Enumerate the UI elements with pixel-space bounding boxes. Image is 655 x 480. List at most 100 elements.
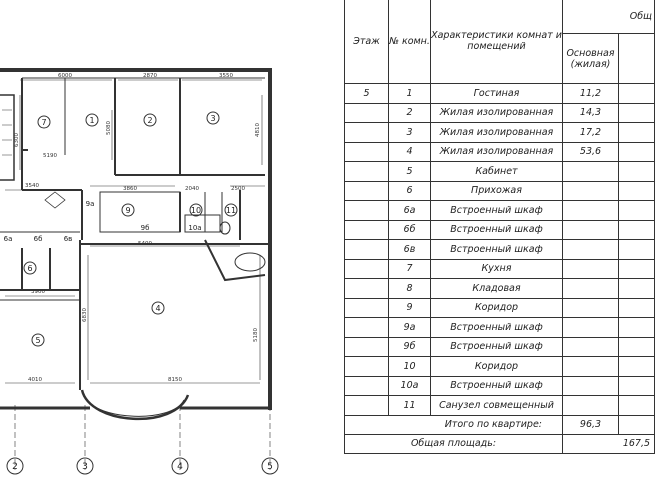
cell-main-area: 17,2 xyxy=(562,122,619,143)
cell-characteristics: Встроенный шкаф xyxy=(430,200,563,221)
dim-5080: 5080 xyxy=(106,121,112,135)
dim-4810: 4810 xyxy=(255,123,261,137)
cell-floor: 5 xyxy=(344,83,389,104)
cell-main-area xyxy=(562,395,619,416)
bay-window-inner xyxy=(85,397,185,417)
dim-3900: 3900 xyxy=(31,289,45,295)
dim-3540: 3540 xyxy=(25,183,39,189)
cell-room-no: 6в xyxy=(388,239,431,260)
cell-main-area xyxy=(562,239,619,260)
header-main-living: Основная (жилая) xyxy=(562,33,619,84)
cell-characteristics: Встроенный шкаф xyxy=(430,317,563,338)
room-label-9b: 9б xyxy=(141,224,150,232)
dim-8150: 8150 xyxy=(168,377,182,383)
cell-floor xyxy=(344,278,389,299)
cell-main-area: 53,6 xyxy=(562,141,619,162)
cell-main-area xyxy=(562,161,619,182)
cell-characteristics: Санузел совмещенный xyxy=(430,395,563,416)
cell-main-area xyxy=(562,200,619,221)
cell-extra xyxy=(617,356,655,377)
cell-floor xyxy=(344,200,389,221)
dim-4010: 4010 xyxy=(28,377,42,383)
total-area-label: Общая площадь: xyxy=(344,433,563,454)
cell-extra xyxy=(617,200,655,221)
cell-room-no: 4 xyxy=(388,141,431,162)
room-explication-table: Этаж № комн. Характеристики комнат и пом… xyxy=(344,0,655,454)
dim-2500: 2500 xyxy=(231,186,245,192)
dim-top-3: 3550 xyxy=(219,73,233,79)
cell-characteristics: Кабинет xyxy=(430,161,563,182)
dim-top-1: 6000 xyxy=(58,73,72,79)
cell-floor xyxy=(344,102,389,123)
room-label-4: 4 xyxy=(155,304,160,313)
cell-main-area xyxy=(562,219,619,240)
cell-extra xyxy=(617,83,655,104)
cell-characteristics: Кухня xyxy=(430,258,563,279)
room-label-6: 6 xyxy=(27,264,32,273)
cell-extra xyxy=(617,278,655,299)
room-explication-panel: Этаж № комн. Характеристики комнат и пом… xyxy=(300,0,655,480)
floor-plan-drawing: 6000 2870 3550 6300 5190 5080 4810 3540 … xyxy=(0,68,279,475)
cell-main-area xyxy=(562,336,619,357)
cell-extra xyxy=(617,180,655,201)
cell-floor xyxy=(344,141,389,162)
cell-main-area xyxy=(562,258,619,279)
cell-room-no: 6 xyxy=(388,180,431,201)
cell-main-area xyxy=(562,317,619,338)
cell-floor xyxy=(344,297,389,318)
cell-characteristics: Жилая изолированная xyxy=(430,122,563,143)
cell-floor xyxy=(344,122,389,143)
cell-room-no: 1 xyxy=(388,83,431,104)
cell-characteristics: Коридор xyxy=(430,297,563,318)
cell-extra xyxy=(617,219,655,240)
room-label-3: 3 xyxy=(210,114,215,123)
room-label-6a: 6а xyxy=(4,235,13,243)
header-extra-col xyxy=(617,33,655,84)
cell-characteristics: Встроенный шкаф xyxy=(430,336,563,357)
cell-floor xyxy=(344,239,389,260)
cell-floor xyxy=(344,258,389,279)
room-label-5: 5 xyxy=(35,336,40,345)
cell-floor xyxy=(344,375,389,396)
cell-floor xyxy=(344,356,389,377)
cell-room-no: 11 xyxy=(388,395,431,416)
cell-extra xyxy=(617,161,655,182)
cell-main-area xyxy=(562,356,619,377)
cell-extra xyxy=(617,375,655,396)
cell-extra xyxy=(617,122,655,143)
header-total-area-group: Общ xyxy=(561,0,655,35)
cell-characteristics: Встроенный шкаф xyxy=(430,239,563,260)
cell-main-area xyxy=(562,278,619,299)
dim-2040: 2040 xyxy=(185,186,199,192)
cell-room-no: 9б xyxy=(388,336,431,357)
room-label-10: 10 xyxy=(191,206,201,215)
cell-characteristics: Встроенный шкаф xyxy=(430,375,563,396)
cell-characteristics: Коридор xyxy=(430,356,563,377)
cell-floor xyxy=(344,336,389,357)
cell-main-area: 11,2 xyxy=(562,83,619,104)
header-characteristics: Характеристики комнат и помещений xyxy=(430,0,563,84)
toilet xyxy=(219,221,231,235)
cell-characteristics: Жилая изолированная xyxy=(430,141,563,162)
room-label-10a: 10а xyxy=(188,224,201,232)
dim-top-2: 2870 xyxy=(143,73,157,79)
dim-5190: 5190 xyxy=(43,153,57,159)
dim-left-1: 6300 xyxy=(14,133,20,147)
room-label-9a: 9а xyxy=(86,200,95,208)
total-apartment-label: Итого по квартире: xyxy=(344,414,563,435)
cell-room-no: 6б xyxy=(388,219,431,240)
cell-room-no: 8 xyxy=(388,278,431,299)
cell-characteristics: Гостиная xyxy=(430,83,563,104)
